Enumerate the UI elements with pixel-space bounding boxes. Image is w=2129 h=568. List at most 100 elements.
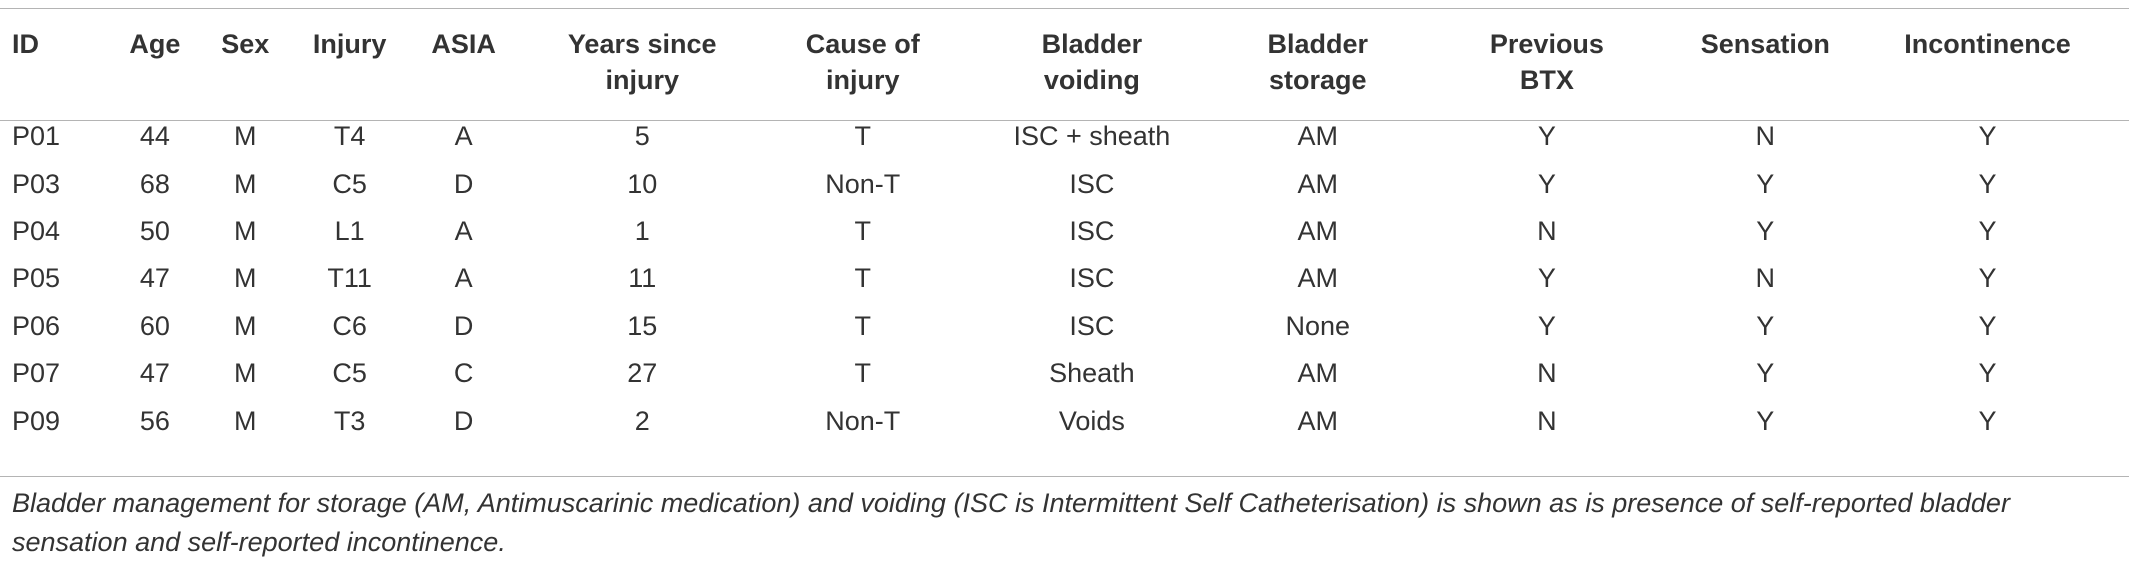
table-cell: T11 — [327, 263, 372, 294]
table-cell: P05 — [12, 263, 61, 294]
column-header: ID — [12, 29, 39, 59]
table-cell: Y — [1756, 310, 1775, 341]
table-cell: ISC — [1069, 215, 1115, 246]
table-cell: AM — [1297, 263, 1339, 294]
table-cell: 50 — [139, 215, 170, 246]
table-row: P09 56 M T3 D 2 Non-T Voids AM N Y Y — [0, 397, 2129, 444]
table-cell: ISC — [1069, 263, 1115, 294]
table-cell: A — [454, 215, 473, 246]
table-cell: M — [234, 310, 257, 341]
table-cell: AM — [1297, 405, 1339, 436]
column-header: Sensation — [1700, 29, 1830, 59]
table-cell: D — [453, 310, 474, 341]
table-cell: 11 — [628, 263, 657, 294]
table-cell: P07 — [12, 358, 61, 389]
table-cell: T4 — [333, 121, 366, 152]
table-cell: L1 — [334, 215, 365, 246]
column-header: Injury — [312, 29, 387, 59]
table-cell: Y — [1756, 405, 1775, 436]
table-cell: M — [234, 121, 257, 152]
table-cell: Y — [1756, 358, 1775, 389]
table-cell: 27 — [627, 358, 658, 389]
table-cell: N — [1755, 121, 1776, 152]
table-row: P03 68 M C5 D 10 Non-T ISC AM Y Y Y — [0, 160, 2129, 207]
table-cell: Y — [1537, 310, 1556, 341]
table-cell: M — [234, 215, 257, 246]
table-cell: P03 — [12, 168, 61, 199]
table-cell: Y — [1978, 310, 1997, 341]
table-cell: Non-T — [825, 405, 901, 436]
table-cell: Voids — [1058, 405, 1125, 436]
table-cell: None — [1285, 310, 1351, 341]
table-cell: T — [854, 310, 872, 341]
table-cell: Y — [1537, 121, 1556, 152]
table-cell: C5 — [332, 168, 367, 199]
table-cell: N — [1537, 215, 1557, 246]
table-row: P04 50 M L1 A 1 T ISC AM N Y Y — [0, 208, 2129, 255]
table-cell: N — [1755, 263, 1776, 294]
column-header: Sex — [221, 29, 270, 59]
table-cell: 56 — [139, 405, 170, 436]
table-cell: Non-T — [825, 168, 901, 199]
table-cell: N — [1537, 405, 1557, 436]
table-row: P05 47 M T11 A 11 T ISC AM Y N Y — [0, 255, 2129, 302]
table-cell: T — [854, 121, 872, 152]
table-cell: 68 — [139, 168, 170, 199]
table-cell: C6 — [332, 310, 367, 341]
column-header: Age — [129, 29, 181, 59]
table-cell: ISC — [1069, 168, 1115, 199]
table-cell: M — [234, 358, 257, 389]
table-cell: C5 — [332, 358, 367, 389]
table-cell: P06 — [12, 310, 61, 341]
table-cell: 47 — [139, 358, 170, 389]
table-cell: M — [234, 263, 257, 294]
table-cell: M — [234, 405, 257, 436]
bottom-rule — [0, 476, 2129, 477]
table-cell: ISC — [1069, 310, 1115, 341]
table-cell: P04 — [12, 215, 61, 246]
table-cell: T — [854, 215, 872, 246]
table-cell: Y — [1978, 215, 1997, 246]
table-cell: ISC + sheath — [1013, 121, 1171, 152]
table-cell: Y — [1978, 405, 1997, 436]
table-cell: D — [453, 168, 474, 199]
header-rule — [0, 120, 2129, 121]
table-cell: Sheath — [1049, 358, 1135, 389]
table-cell: T — [854, 358, 872, 389]
table-cell: AM — [1297, 168, 1339, 199]
table-cell: P01 — [12, 121, 61, 152]
table-cell: A — [454, 263, 473, 294]
table-cell: 44 — [139, 121, 170, 152]
table-row: P07 47 M C5 C 27 T Sheath AM N Y Y — [0, 350, 2129, 397]
table-cell: M — [234, 168, 257, 199]
table-row: P01 44 M T4 A 5 T ISC + sheath AM Y N Y — [0, 104, 2129, 160]
table-cell: 1 — [634, 215, 650, 246]
table-cell: Y — [1978, 168, 1997, 199]
table-cell: 10 — [627, 168, 658, 199]
table-cell: 2 — [634, 405, 650, 436]
table-cell: Y — [1756, 168, 1775, 199]
table-cell: Y — [1978, 263, 1997, 294]
table-cell: AM — [1297, 215, 1339, 246]
table-cell: A — [454, 121, 473, 152]
table-cell: 15 — [627, 310, 658, 341]
table-cell: AM — [1297, 358, 1339, 389]
table-caption: Bladder management for storage (AM, Anti… — [12, 488, 2010, 557]
table-cell: Y — [1978, 358, 1997, 389]
column-header: Incontinence — [1904, 29, 2071, 59]
table-cell: 5 — [634, 121, 650, 152]
table-cell: 47 — [139, 263, 170, 294]
top-rule — [0, 8, 2129, 9]
column-header: ASIA — [431, 29, 496, 59]
table-cell: T — [854, 263, 872, 294]
table-cell: Y — [1537, 168, 1556, 199]
table-cell: Y — [1978, 121, 1997, 152]
table-cell: Y — [1537, 263, 1556, 294]
table-cell: AM — [1297, 121, 1339, 152]
table-cell: P09 — [12, 405, 61, 436]
table-row: P06 60 M C6 D 15 T ISC None Y Y Y — [0, 303, 2129, 350]
